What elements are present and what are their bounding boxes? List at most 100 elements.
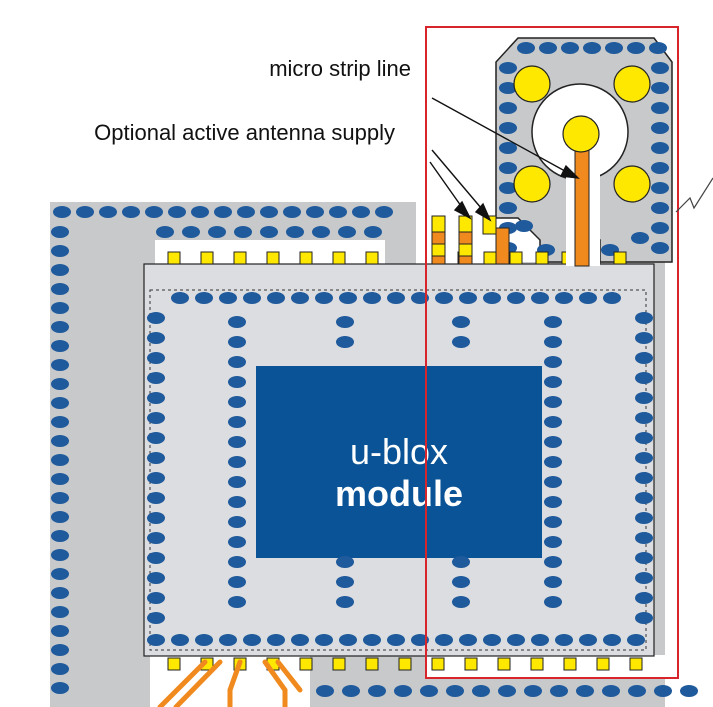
via <box>435 634 453 646</box>
module-pad <box>497 657 511 671</box>
via <box>336 316 354 328</box>
via <box>147 492 165 504</box>
via <box>352 206 370 218</box>
via <box>375 206 393 218</box>
module-title-line1: u-blox <box>350 431 448 472</box>
via <box>51 435 69 447</box>
via <box>228 356 246 368</box>
via <box>145 206 163 218</box>
via <box>291 292 309 304</box>
via <box>260 226 278 238</box>
via <box>99 206 117 218</box>
via <box>51 644 69 656</box>
via <box>635 612 653 624</box>
via <box>51 321 69 333</box>
via <box>312 226 330 238</box>
via <box>51 264 69 276</box>
module-via-perimeter <box>149 289 647 651</box>
via <box>315 292 333 304</box>
via <box>635 452 653 464</box>
via <box>267 292 285 304</box>
via <box>195 292 213 304</box>
via <box>483 634 501 646</box>
via <box>555 292 573 304</box>
via <box>499 82 517 94</box>
via <box>635 332 653 344</box>
via <box>387 634 405 646</box>
via <box>338 226 356 238</box>
via <box>602 685 620 697</box>
via <box>243 634 261 646</box>
via <box>603 292 621 304</box>
via <box>168 206 186 218</box>
via <box>286 226 304 238</box>
via <box>394 685 412 697</box>
via <box>363 634 381 646</box>
via <box>228 376 246 388</box>
via <box>631 232 649 244</box>
via <box>147 372 165 384</box>
via <box>635 492 653 504</box>
via <box>147 332 165 344</box>
via <box>499 102 517 114</box>
via <box>51 378 69 390</box>
via <box>219 292 237 304</box>
via <box>147 312 165 324</box>
via <box>51 682 69 694</box>
via <box>635 392 653 404</box>
module-pad <box>332 657 346 671</box>
via <box>499 202 517 214</box>
module-pad <box>266 251 280 265</box>
via <box>51 568 69 580</box>
via <box>291 634 309 646</box>
via <box>635 552 653 564</box>
via <box>544 556 562 568</box>
via <box>228 596 246 608</box>
via <box>51 397 69 409</box>
via <box>336 576 354 588</box>
via <box>628 685 646 697</box>
via <box>576 685 594 697</box>
module-pad <box>483 251 497 265</box>
u-blox-module-chip <box>256 366 542 558</box>
via <box>336 556 354 568</box>
via <box>51 416 69 428</box>
via <box>524 685 542 697</box>
via <box>228 576 246 588</box>
via <box>147 532 165 544</box>
via <box>651 102 669 114</box>
via <box>316 685 334 697</box>
via <box>260 206 278 218</box>
via <box>228 436 246 448</box>
via <box>191 206 209 218</box>
via <box>147 572 165 584</box>
via <box>654 685 672 697</box>
module-pad <box>398 657 412 671</box>
via <box>452 336 470 348</box>
via <box>147 392 165 404</box>
module-pad <box>233 251 247 265</box>
via <box>228 456 246 468</box>
active-antenna-supply-label: Optional active antenna supply <box>94 120 395 145</box>
via <box>51 302 69 314</box>
via <box>51 473 69 485</box>
via <box>561 42 579 54</box>
via <box>51 549 69 561</box>
via <box>459 292 477 304</box>
via <box>544 376 562 388</box>
module-pad <box>629 657 643 671</box>
via <box>219 634 237 646</box>
via <box>214 206 232 218</box>
via <box>387 292 405 304</box>
via <box>544 516 562 528</box>
module-pad <box>332 251 346 265</box>
via <box>635 592 653 604</box>
via <box>499 122 517 134</box>
via <box>51 606 69 618</box>
via <box>680 685 698 697</box>
break-line-mark <box>675 177 713 213</box>
via <box>329 206 347 218</box>
via <box>531 634 549 646</box>
via <box>627 634 645 646</box>
